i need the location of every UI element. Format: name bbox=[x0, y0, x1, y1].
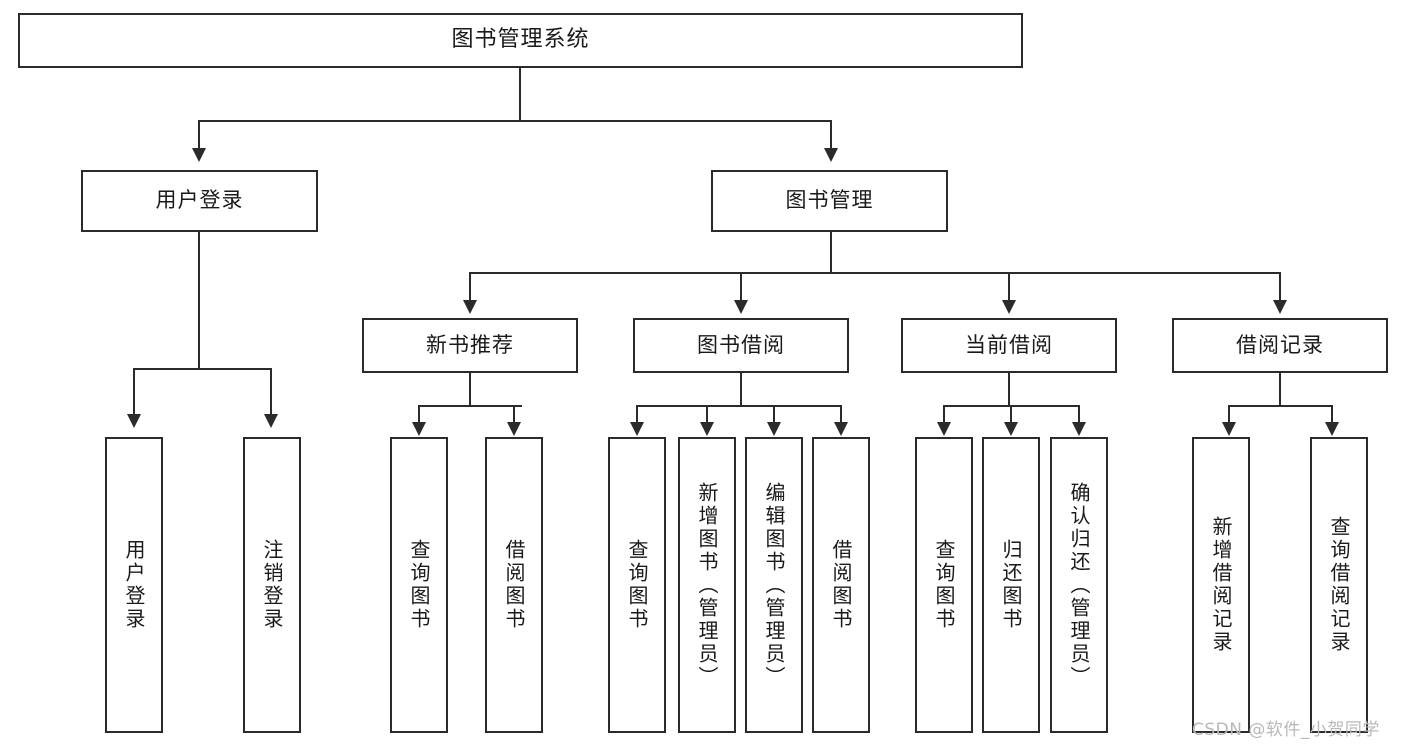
connector-root-to-user-login bbox=[198, 120, 200, 150]
node-label: 图书借阅 bbox=[697, 332, 785, 357]
leaf-book-borrow-add-book-admin[interactable]: 新增图书（管理员） bbox=[678, 437, 736, 733]
node-label: 查询图书 bbox=[407, 539, 431, 631]
node-user-login[interactable]: 用户登录 bbox=[81, 170, 318, 232]
connector-user-login-to-leaf-2 bbox=[270, 368, 272, 415]
leaf-user-login-logout[interactable]: 注销登录 bbox=[243, 437, 301, 733]
connector-book-borrow-bus bbox=[636, 405, 842, 407]
connector-book-manage-to-current-borrow bbox=[1008, 272, 1010, 302]
arrowhead-book-borrow-leaf-2 bbox=[700, 422, 714, 436]
arrowhead-user-login-leaf-1 bbox=[127, 414, 141, 428]
leaf-new-book-borrow-book[interactable]: 借阅图书 bbox=[485, 437, 543, 733]
leaf-book-borrow-edit-book-admin[interactable]: 编辑图书（管理员） bbox=[745, 437, 803, 733]
node-label: 注销登录 bbox=[260, 539, 284, 631]
node-label: 图书管理 bbox=[785, 188, 874, 213]
connector-user-login-stem bbox=[198, 232, 200, 369]
connector-current-borrow-stem bbox=[1008, 373, 1010, 406]
arrowhead-user-login-leaf-2 bbox=[264, 414, 278, 428]
node-label: 新书推荐 bbox=[426, 332, 514, 357]
arrowhead-current-borrow-leaf-1 bbox=[937, 422, 951, 436]
arrowhead-book-borrow-leaf-1 bbox=[630, 422, 644, 436]
node-root-system[interactable]: 图书管理系统 bbox=[18, 13, 1023, 68]
arrowhead-book-manage bbox=[824, 148, 838, 162]
connector-root-bus bbox=[198, 120, 832, 122]
leaf-book-borrow-query-book[interactable]: 查询图书 bbox=[608, 437, 666, 733]
node-label: 编辑图书（管理员） bbox=[762, 481, 786, 689]
arrowhead-user-login bbox=[192, 148, 206, 162]
connector-current-borrow-to-leaf-1 bbox=[943, 405, 945, 423]
node-label: 确认归还（管理员） bbox=[1067, 481, 1091, 689]
leaf-current-borrow-query-book[interactable]: 查询图书 bbox=[915, 437, 973, 733]
node-label: 新增借阅记录 bbox=[1209, 516, 1233, 654]
arrowhead-book-borrow-leaf-3 bbox=[767, 422, 781, 436]
node-current-borrow[interactable]: 当前借阅 bbox=[901, 318, 1117, 373]
node-label: 归还图书 bbox=[999, 539, 1023, 631]
connector-new-book-bus bbox=[418, 405, 522, 407]
connector-new-book-stem bbox=[469, 373, 471, 406]
node-label: 借阅图书 bbox=[502, 539, 526, 631]
connector-book-manage-to-book-borrow bbox=[740, 272, 742, 302]
arrowhead-current-borrow bbox=[1002, 300, 1016, 314]
node-label: 借阅记录 bbox=[1236, 332, 1324, 357]
connector-current-borrow-to-leaf-2 bbox=[1010, 405, 1012, 423]
connector-current-borrow-to-leaf-3 bbox=[1078, 405, 1080, 423]
connector-borrow-record-bus bbox=[1228, 405, 1332, 407]
leaf-borrow-record-query-record[interactable]: 查询借阅记录 bbox=[1310, 437, 1368, 733]
leaf-book-borrow-borrow-book[interactable]: 借阅图书 bbox=[812, 437, 870, 733]
arrowhead-new-book-leaf-1 bbox=[412, 422, 426, 436]
connector-borrow-record-to-leaf-2 bbox=[1331, 405, 1333, 423]
connector-book-borrow-to-leaf-4 bbox=[840, 405, 842, 423]
leaf-user-login-login[interactable]: 用户登录 bbox=[105, 437, 163, 733]
connector-borrow-record-to-leaf-1 bbox=[1228, 405, 1230, 423]
node-label: 新增图书（管理员） bbox=[695, 481, 719, 689]
arrowhead-current-borrow-leaf-2 bbox=[1004, 422, 1018, 436]
arrowhead-current-borrow-leaf-3 bbox=[1072, 422, 1086, 436]
arrowhead-borrow-record-leaf-2 bbox=[1325, 422, 1339, 436]
arrowhead-borrow-record bbox=[1273, 300, 1287, 314]
node-label: 当前借阅 bbox=[965, 332, 1053, 357]
connector-new-book-to-leaf-1 bbox=[418, 405, 420, 423]
connector-new-book-to-leaf-2 bbox=[513, 405, 515, 423]
node-label: 查询图书 bbox=[625, 539, 649, 631]
node-new-book-recommend[interactable]: 新书推荐 bbox=[362, 318, 578, 373]
connector-book-manage-to-borrow-record bbox=[1279, 272, 1281, 302]
leaf-current-borrow-return-book[interactable]: 归还图书 bbox=[982, 437, 1040, 733]
arrowhead-book-borrow bbox=[734, 300, 748, 314]
node-label: 借阅图书 bbox=[829, 539, 853, 631]
connector-user-login-to-leaf-1 bbox=[133, 368, 135, 415]
leaf-current-borrow-confirm-return-admin[interactable]: 确认归还（管理员） bbox=[1050, 437, 1108, 733]
node-label: 用户登录 bbox=[155, 188, 244, 213]
node-book-manage[interactable]: 图书管理 bbox=[711, 170, 948, 232]
connector-book-borrow-to-leaf-3 bbox=[773, 405, 775, 423]
arrowhead-new-book-recommend bbox=[463, 300, 477, 314]
connector-root-to-book-manage bbox=[830, 120, 832, 150]
node-borrow-record[interactable]: 借阅记录 bbox=[1172, 318, 1388, 373]
node-label: 用户登录 bbox=[122, 539, 146, 631]
connector-book-borrow-stem bbox=[740, 373, 742, 406]
arrowhead-new-book-leaf-2 bbox=[507, 422, 521, 436]
connector-book-manage-stem bbox=[830, 232, 832, 273]
node-label: 图书管理系统 bbox=[451, 27, 590, 53]
arrowhead-book-borrow-leaf-4 bbox=[834, 422, 848, 436]
node-label: 查询图书 bbox=[932, 539, 956, 631]
connector-book-manage-to-new-book bbox=[469, 272, 471, 302]
watermark-text: CSDN @软件_小贺同学 bbox=[1192, 720, 1380, 740]
connector-borrow-record-stem bbox=[1279, 373, 1281, 406]
leaf-borrow-record-add-record[interactable]: 新增借阅记录 bbox=[1192, 437, 1250, 733]
connector-book-borrow-to-leaf-2 bbox=[706, 405, 708, 423]
node-book-borrow[interactable]: 图书借阅 bbox=[633, 318, 849, 373]
arrowhead-borrow-record-leaf-1 bbox=[1222, 422, 1236, 436]
connector-book-borrow-to-leaf-1 bbox=[636, 405, 638, 423]
connector-book-manage-bus bbox=[469, 272, 1280, 274]
node-label: 查询借阅记录 bbox=[1327, 516, 1351, 654]
connector-user-login-bus bbox=[133, 368, 272, 370]
connector-root-stem bbox=[519, 68, 521, 121]
leaf-new-book-query-book[interactable]: 查询图书 bbox=[390, 437, 448, 733]
